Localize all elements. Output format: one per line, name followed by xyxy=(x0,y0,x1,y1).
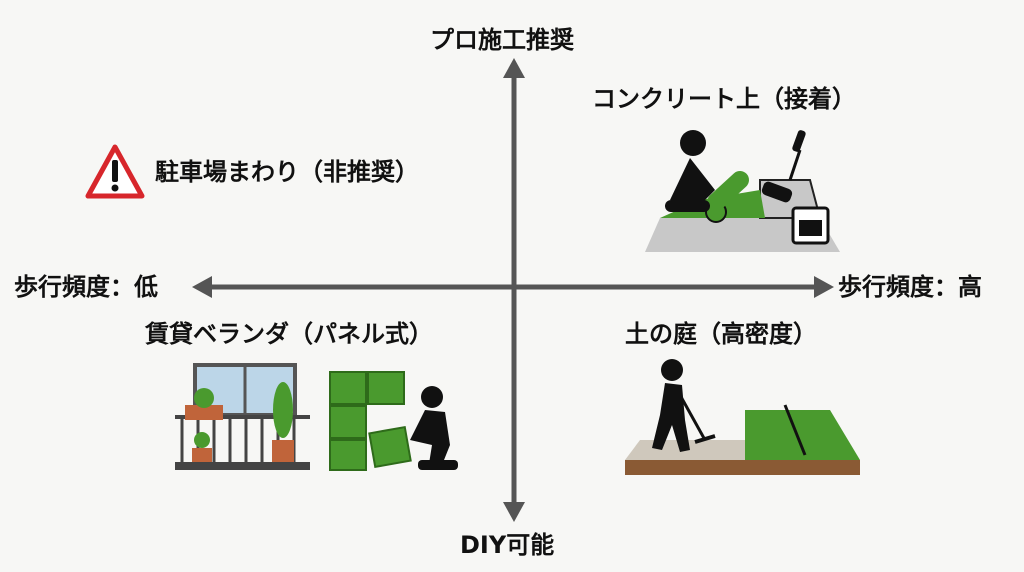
balcony-illustration xyxy=(175,363,310,470)
quadrant-label-balcony: 賃貸ベランダ（パネル式） xyxy=(145,320,433,348)
quadrant-label-parking: 駐車場まわり（非推奨） xyxy=(155,158,419,186)
vertical-axis-arrow xyxy=(503,58,525,522)
horizontal-axis-arrow xyxy=(192,276,834,298)
panel-installation-illustration xyxy=(329,371,458,471)
warning-icon xyxy=(85,144,145,199)
soil-garden-illustration xyxy=(625,359,860,475)
concrete-installation-illustration xyxy=(645,130,840,252)
axis-label-right: 歩行頻度：高 xyxy=(838,273,982,301)
axis-label-top: プロ施工推奨 xyxy=(430,26,574,54)
quadrant-label-soil-garden: 土の庭（高密度） xyxy=(625,320,817,348)
quadrant-label-concrete: コンクリート上（接着） xyxy=(592,85,856,113)
axis-label-left: 歩行頻度：低 xyxy=(14,273,158,301)
axis-label-bottom: DIY可能 xyxy=(460,531,555,559)
